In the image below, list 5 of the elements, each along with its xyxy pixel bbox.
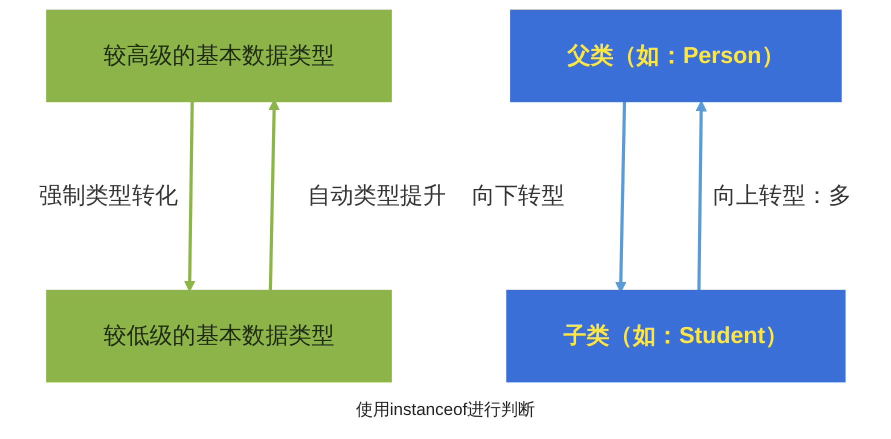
node-label: 较低级的基本数据类型 [103, 322, 335, 350]
node-label: 较高级的基本数据类型 [103, 41, 335, 70]
node-label: 子类（如：Student） [563, 322, 788, 350]
node-label: 父类（如：Person） [567, 41, 785, 70]
note-text: 使用instanceof进行判断 [356, 399, 536, 421]
